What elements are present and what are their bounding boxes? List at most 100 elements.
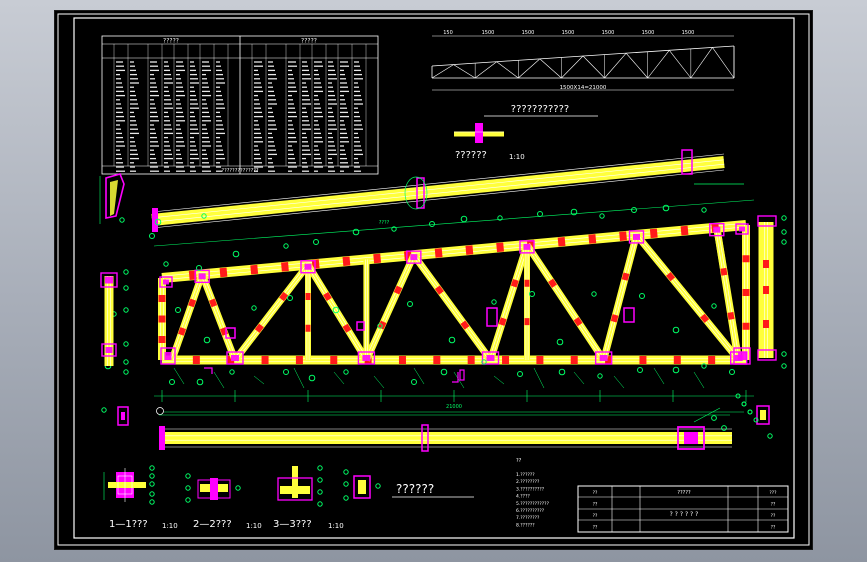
note-line: 7.???????? xyxy=(516,515,540,521)
member-tag xyxy=(448,336,456,344)
filler-plate xyxy=(502,356,510,364)
bottom-center-title: ?????? xyxy=(396,482,434,496)
member-tag xyxy=(781,239,787,245)
filler-plate xyxy=(619,231,627,241)
notes-heading: ?? xyxy=(516,458,522,464)
mini-diagonal xyxy=(647,50,670,79)
leader-line xyxy=(413,367,425,385)
table-footer-text: ?????????????? xyxy=(221,168,258,174)
support-gusset-left xyxy=(160,347,176,365)
mini-diagonal xyxy=(604,52,627,79)
end-top-gusset xyxy=(735,223,749,235)
member-tag xyxy=(597,373,603,379)
top-gusset xyxy=(406,250,422,264)
filler-plate xyxy=(588,234,597,244)
section-scale-3: 1:10 xyxy=(328,522,344,530)
bottom-gusset xyxy=(357,351,376,365)
left-post-plate xyxy=(101,343,117,357)
member-tag xyxy=(123,285,129,291)
mini-diagonal xyxy=(496,61,519,79)
top-chord xyxy=(161,220,747,283)
gusset-core xyxy=(105,347,113,353)
member-tag xyxy=(149,481,155,487)
top-gusset xyxy=(194,269,210,284)
leader-line xyxy=(613,375,625,389)
mini-dim-text: 1500 xyxy=(482,30,495,36)
member-tag xyxy=(149,465,155,471)
leader-line xyxy=(493,375,505,385)
title-cell: ??? xyxy=(769,490,777,496)
filler-plate xyxy=(763,260,769,268)
left-post-plate xyxy=(100,272,118,288)
leader-line xyxy=(293,367,305,389)
web-diagonal xyxy=(487,243,531,362)
section-4-core xyxy=(358,480,366,494)
loose-plate xyxy=(225,327,236,339)
member-line xyxy=(162,226,747,281)
filler-plate xyxy=(305,293,311,300)
section-cut-mark xyxy=(452,372,459,383)
member-tag xyxy=(753,417,759,423)
filler-plate xyxy=(254,323,264,333)
title-cell: ?? xyxy=(593,525,598,531)
member-tag xyxy=(123,269,129,275)
filler-plate xyxy=(524,279,530,287)
gusset-core xyxy=(231,355,239,361)
member-tag xyxy=(283,243,289,249)
mini-diagonal xyxy=(712,47,735,79)
filler-plate xyxy=(393,285,403,295)
filler-plate xyxy=(467,356,475,364)
gusset-core xyxy=(163,279,169,285)
member-line xyxy=(491,245,529,361)
gusset-core xyxy=(523,243,531,250)
filler-plate xyxy=(330,356,338,364)
filler-plate xyxy=(261,356,269,364)
filler-plate xyxy=(673,356,681,364)
member-tag xyxy=(185,485,191,491)
member-tag xyxy=(287,295,293,301)
filler-plate xyxy=(281,262,289,272)
mini-dim-text: 1500 xyxy=(562,30,575,36)
plan-end-plate xyxy=(159,426,165,450)
filler-plate xyxy=(742,289,750,296)
member-tag xyxy=(570,208,578,216)
filler-plate xyxy=(742,255,750,263)
member-tag xyxy=(169,379,175,385)
detail-scale: 1:10 xyxy=(509,153,525,161)
filler-plate xyxy=(666,272,676,282)
small-plate xyxy=(756,405,770,425)
title-cell: ?? xyxy=(593,513,598,519)
member-tag xyxy=(317,477,323,483)
member-tag xyxy=(781,363,787,369)
member-tag xyxy=(672,326,680,334)
member-tag xyxy=(235,485,241,491)
gusset-core xyxy=(362,355,371,361)
note-line: 1.?????? xyxy=(516,472,535,478)
leader-line xyxy=(533,367,545,389)
member-tag xyxy=(123,369,129,375)
member-body xyxy=(524,242,607,362)
member-body xyxy=(151,156,725,226)
member-tag xyxy=(711,303,717,309)
member-tag xyxy=(711,415,717,421)
note-line: 5.???????????? xyxy=(516,501,550,507)
gusset-core xyxy=(105,276,113,284)
web-diagonal xyxy=(633,232,742,363)
top-gusset xyxy=(628,230,645,244)
member-tag xyxy=(343,469,349,475)
filler-plate xyxy=(639,356,647,364)
member-tag xyxy=(232,250,240,258)
member-line xyxy=(527,244,605,360)
sheet-inner-frame xyxy=(73,17,795,539)
main-truss: 21000 xyxy=(104,199,755,415)
member-tag xyxy=(101,407,107,413)
member-tag xyxy=(721,425,727,431)
filler-plate xyxy=(342,256,351,267)
title-project: ????? xyxy=(677,490,691,496)
note-line: 3.?????????? xyxy=(516,486,545,492)
end-cap-fill xyxy=(110,180,118,216)
filler-plate xyxy=(373,253,382,264)
title-drawing-name: ? ? ? ? ? ? xyxy=(670,511,699,518)
filler-plate xyxy=(763,320,769,328)
